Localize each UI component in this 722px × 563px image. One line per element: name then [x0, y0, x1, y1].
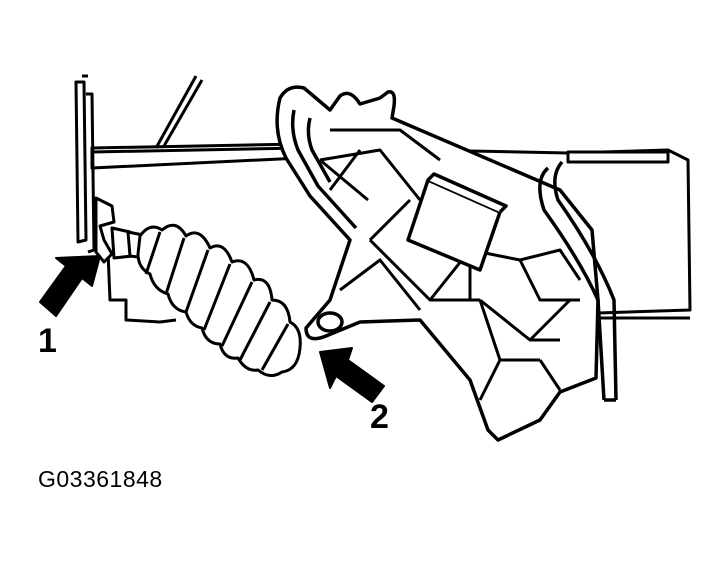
callout-label-1: 1: [38, 322, 57, 360]
lever-arm: [275, 85, 600, 442]
callout-label-2: 2: [370, 398, 389, 436]
callout-arrow-2: [319, 347, 385, 403]
actuator-block: [406, 172, 508, 272]
curved-arm: [538, 160, 618, 402]
figure-id: G03361848: [38, 466, 163, 492]
bellows-boot: [136, 223, 302, 377]
callout-arrow-1: [39, 255, 101, 317]
diagonal-rod: [154, 75, 204, 149]
